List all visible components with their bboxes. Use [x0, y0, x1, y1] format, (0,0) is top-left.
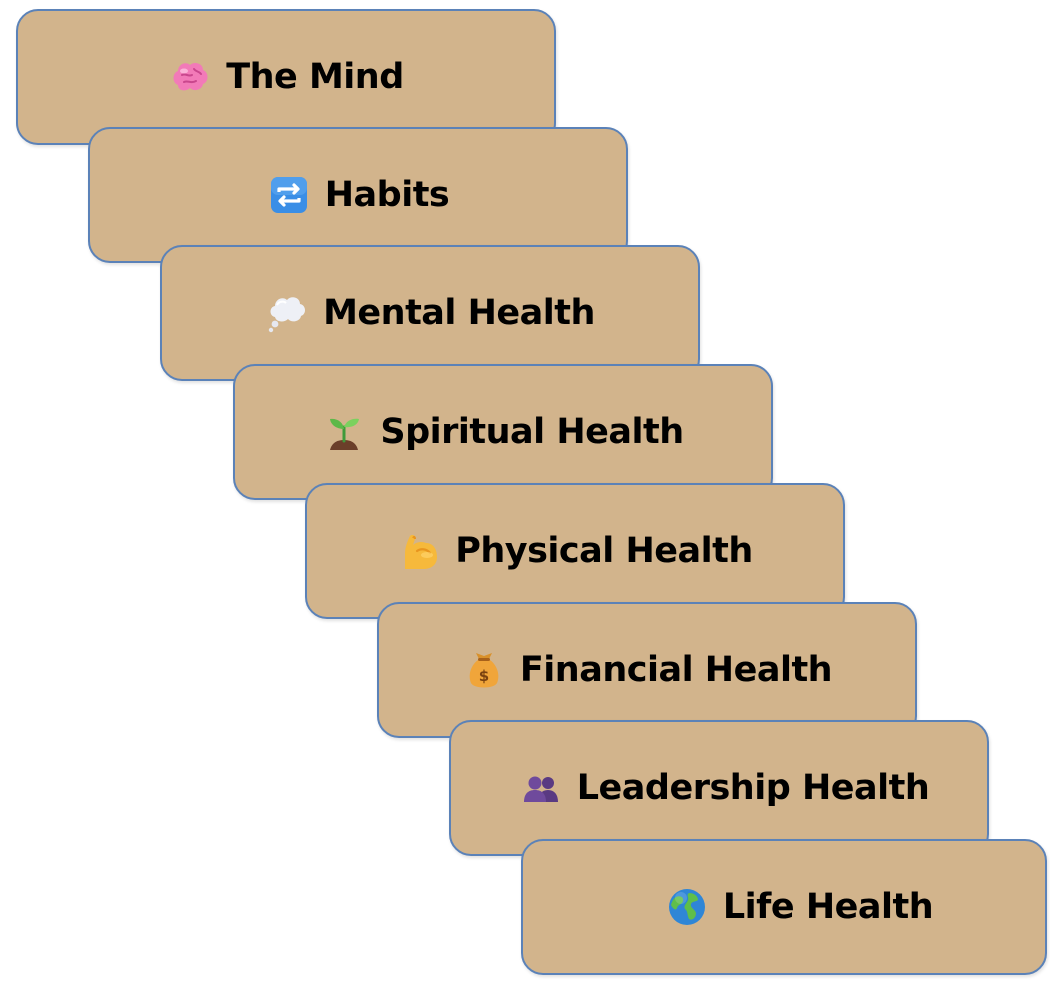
card-content: $ Financial Health	[462, 648, 833, 692]
card-life-health: Life Health	[521, 839, 1047, 975]
money-bag-icon: $	[462, 648, 506, 692]
card-content: Leadership Health	[519, 766, 930, 810]
card-content: Life Health	[665, 885, 934, 929]
card-habits: Habits	[88, 127, 628, 263]
card-label: Life Health	[722, 887, 934, 927]
card-label: Physical Health	[455, 531, 753, 571]
card-content: The Mind	[168, 55, 404, 99]
seedling-icon	[322, 410, 366, 454]
repeat-icon	[267, 173, 311, 217]
card-label: Mental Health	[323, 293, 595, 333]
card-mental-health: Mental Health	[160, 245, 700, 381]
card-label: Financial Health	[519, 650, 833, 690]
card-leadership-health: Leadership Health	[449, 720, 989, 856]
card-financial-health: $ Financial Health	[377, 602, 917, 738]
card-content: Mental Health	[265, 291, 595, 335]
card-label: The Mind	[226, 57, 404, 97]
card-physical-health: Physical Health	[305, 483, 845, 619]
card-content: Habits	[267, 173, 450, 217]
svg-text:$: $	[479, 667, 489, 685]
globe-icon	[665, 885, 709, 929]
card-label: Spiritual Health	[380, 412, 684, 452]
card-spiritual-health: Spiritual Health	[233, 364, 773, 500]
thought-bubble-icon	[265, 291, 309, 335]
brain-icon	[168, 55, 212, 99]
flexed-biceps-icon	[397, 529, 441, 573]
card-label: Leadership Health	[576, 768, 930, 808]
card-content: Spiritual Health	[322, 410, 684, 454]
people-icon	[519, 766, 563, 810]
card-content: Physical Health	[397, 529, 753, 573]
card-label: Habits	[324, 175, 450, 215]
card-the-mind: The Mind	[16, 9, 556, 145]
